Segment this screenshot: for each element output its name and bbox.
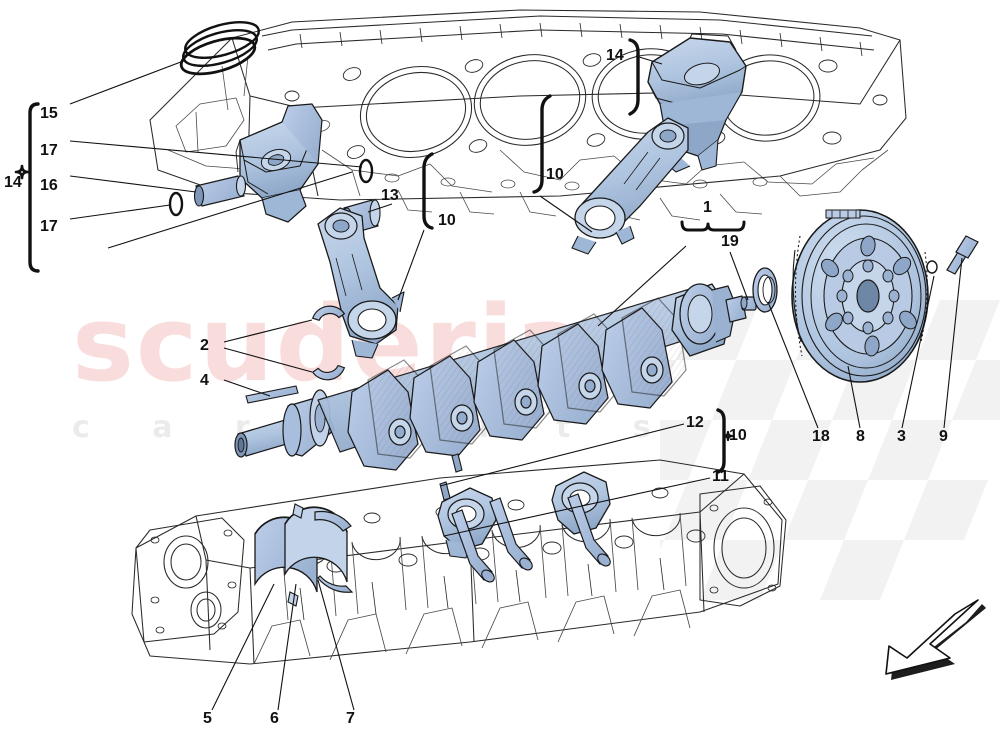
big-end-bearing-shells [311, 305, 346, 381]
callout-5: 5 [203, 710, 212, 727]
callout-17-lower: 17 [40, 218, 58, 235]
flywheel-dowel [926, 260, 938, 274]
callout-14-left: 14 [4, 174, 22, 191]
engine-block-lower [131, 459, 787, 665]
main-bearing-shells [254, 503, 354, 607]
direction-arrow [885, 599, 986, 680]
connecting-rod-left [317, 207, 405, 359]
callout-1: 1 [703, 199, 712, 216]
connecting-rod-right [571, 117, 689, 255]
crankshaft [234, 283, 747, 471]
brackets [14, 38, 746, 474]
connecting-rod-bolts [439, 453, 611, 583]
callout-10-mid: 10 [546, 166, 564, 183]
callout-6: 6 [270, 710, 279, 727]
callout-15: 15 [40, 105, 58, 122]
callout-13: 13 [381, 187, 399, 204]
callout-3: 3 [897, 428, 906, 445]
callout-17-upper: 17 [40, 142, 58, 159]
callout-2: 2 [200, 337, 209, 354]
flywheel-bolt [946, 235, 979, 275]
callout-19: 19 [721, 233, 739, 250]
woodruff-key [245, 385, 299, 404]
callout-18: 18 [812, 428, 830, 445]
piston-ring-set [179, 20, 260, 76]
callout-11: 11 [712, 468, 729, 485]
callout-10-left: 10 [438, 212, 456, 229]
callout-9: 9 [939, 428, 948, 445]
callout-4: 4 [200, 372, 209, 389]
callout-12: 12 [686, 414, 704, 431]
callout-7: 7 [346, 710, 355, 727]
gudgeon-pin [193, 175, 247, 207]
callout-14-right: 14 [606, 47, 624, 64]
crankshaft-oil-seal [752, 267, 778, 313]
leader-lines [69, 55, 963, 711]
circlip-left [168, 191, 184, 217]
callout-10-right: 10 [729, 427, 747, 444]
callout-8: 8 [856, 428, 865, 445]
circlip-upper [358, 158, 374, 184]
callout-16: 16 [40, 177, 58, 194]
flywheel [791, 209, 929, 383]
